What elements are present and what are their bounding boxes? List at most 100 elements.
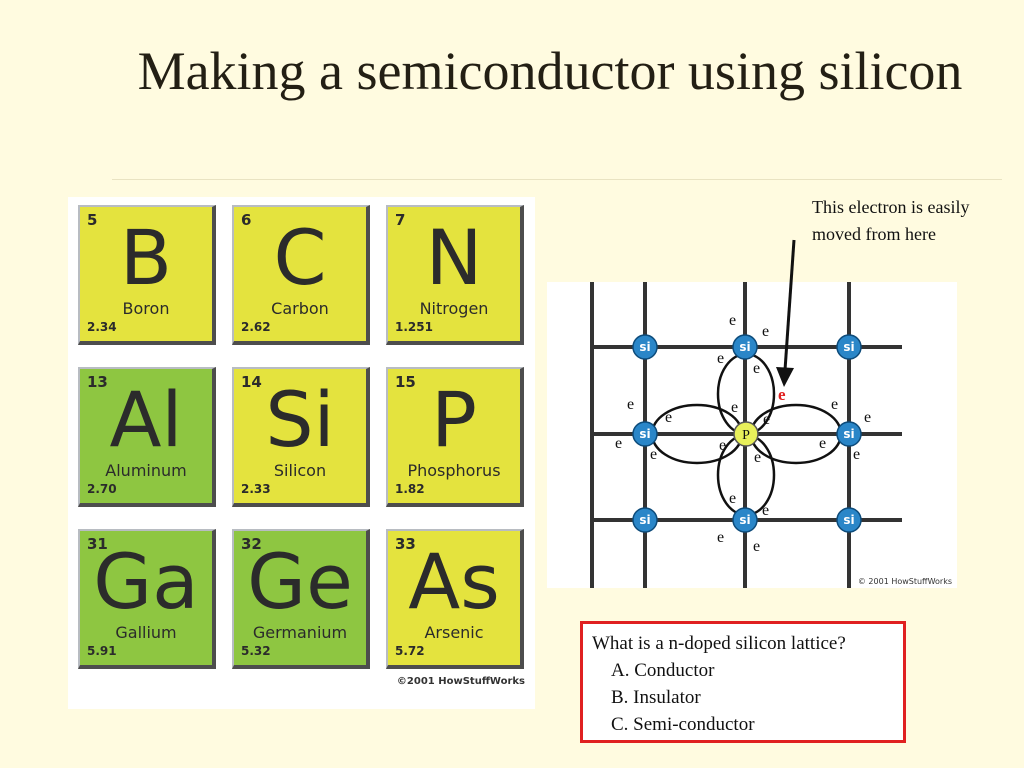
element-symbol: Ga (93, 537, 199, 626)
element-mass: 5.91 (87, 644, 117, 658)
element-symbol: C (273, 213, 327, 302)
element-symbol: Si (265, 375, 335, 464)
svg-text:si: si (739, 513, 750, 527)
quiz-option-a: A. Conductor (611, 660, 715, 681)
electron: e (831, 396, 838, 413)
electron: e (627, 396, 634, 413)
electron: e (762, 502, 769, 519)
callout-arrow (776, 239, 796, 387)
svg-text:P: P (742, 428, 750, 443)
electron: e (729, 490, 736, 507)
silicon-atom: si (836, 334, 862, 360)
atomic-number: 31 (87, 535, 108, 553)
quiz-question-box: What is a n-doped silicon lattice? A. Co… (580, 621, 906, 743)
electron: e (762, 323, 769, 340)
lattice-credit: © 2001 HowStuffWorks (858, 577, 952, 586)
atomic-number: 6 (241, 211, 252, 229)
atomic-number: 33 (395, 535, 416, 553)
periodic-table-image: 5 B Boron 2.34 6 C Carbon 2.62 7 N Nitro… (68, 197, 535, 709)
element-symbol: As (408, 537, 500, 626)
quiz-option-b: B. Insulator (611, 687, 701, 708)
electron: e (754, 449, 761, 466)
element-symbol: N (425, 213, 483, 302)
element-name: Germanium (252, 623, 348, 642)
element-mass: 5.72 (395, 644, 425, 658)
element-name: Aluminum (105, 461, 187, 480)
element-mass: 2.62 (241, 320, 271, 334)
element-mass: 2.70 (87, 482, 117, 496)
element-tile-gallium: 31 Ga Gallium 5.91 (78, 529, 216, 669)
atomic-number: 5 (87, 211, 98, 229)
silicon-atom: si (632, 334, 658, 360)
electron: e (864, 409, 871, 426)
atom-row-bottom: si si si (632, 507, 862, 533)
silicon-atom: si (632, 421, 658, 447)
phosphorus-dopant-atom: P (733, 421, 759, 447)
electron: e (731, 399, 738, 416)
element-mass: 5.32 (241, 644, 271, 658)
svg-text:si: si (639, 340, 650, 354)
quiz-prompt: What is a n-doped silicon lattice? (592, 633, 846, 654)
electron: e (763, 411, 770, 428)
element-name: Carbon (271, 299, 329, 318)
electron: e (819, 435, 826, 452)
element-name: Phosphorus (407, 461, 501, 480)
element-mass: 2.34 (87, 320, 117, 334)
svg-text:si: si (639, 427, 650, 441)
atomic-number: 14 (241, 373, 262, 391)
element-mass: 2.33 (241, 482, 271, 496)
element-tile-germanium: 32 Ge Germanium 5.32 (232, 529, 370, 669)
element-mass: 1.251 (395, 320, 433, 334)
silicon-lattice-diagram: si si si si P si si si si e e e e e e e … (547, 282, 957, 588)
electron: e (753, 360, 760, 377)
silicon-atom: si (732, 334, 758, 360)
element-symbol: B (119, 213, 173, 302)
electron: e (753, 538, 760, 555)
atomic-number: 13 (87, 373, 108, 391)
electron: e (717, 529, 724, 546)
atom-row-top: si si si (632, 334, 862, 360)
silicon-atom: si (632, 507, 658, 533)
periodic-table-credit: ©2001 HowStuffWorks (396, 676, 525, 687)
element-name: Silicon (273, 461, 327, 480)
element-tile-phosphorus: 15 P Phosphorus 1.82 (386, 367, 524, 507)
element-tile-silicon: 14 Si Silicon 2.33 (232, 367, 370, 507)
atomic-number: 15 (395, 373, 416, 391)
title-divider (112, 179, 1002, 180)
electron: e (717, 350, 724, 367)
atomic-number: 7 (395, 211, 406, 229)
element-tile-nitrogen: 7 N Nitrogen 1.251 (386, 205, 524, 345)
element-name: Nitrogen (419, 299, 489, 318)
element-tile-aluminum: 13 Al Aluminum 2.70 (78, 367, 216, 507)
element-name: Gallium (115, 623, 177, 642)
electron-callout: This electron is easily moved from here (812, 197, 970, 244)
svg-text:si: si (639, 513, 650, 527)
free-electron: e (778, 385, 786, 404)
electron: e (665, 409, 672, 426)
element-symbol: P (431, 375, 477, 464)
element-symbol: Ge (247, 537, 353, 626)
element-tile-carbon: 6 C Carbon 2.62 (232, 205, 370, 345)
electron: e (729, 312, 736, 329)
atom-row-middle: si P si (632, 421, 862, 447)
silicon-atom: si (836, 421, 862, 447)
svg-text:si: si (843, 340, 854, 354)
electron: e (615, 435, 622, 452)
electrons: e e e e e e e e e e e e e e e e e e e e … (615, 312, 871, 555)
quiz-option-c: C. Semi-conductor (611, 714, 755, 735)
atomic-number: 32 (241, 535, 262, 553)
electron: e (650, 446, 657, 463)
element-tile-boron: 5 B Boron 2.34 (78, 205, 216, 345)
element-tile-arsenic: 33 As Arsenic 5.72 (386, 529, 524, 669)
slide-title: Making a semiconductor using silicon (137, 41, 963, 101)
element-name: Arsenic (424, 623, 484, 642)
electron: e (853, 446, 860, 463)
silicon-atom: si (836, 507, 862, 533)
svg-text:si: si (739, 340, 750, 354)
svg-text:si: si (843, 427, 854, 441)
element-mass: 1.82 (395, 482, 425, 496)
svg-text:si: si (843, 513, 854, 527)
element-symbol: Al (109, 375, 183, 464)
electron: e (719, 437, 726, 454)
silicon-atom: si (732, 507, 758, 533)
